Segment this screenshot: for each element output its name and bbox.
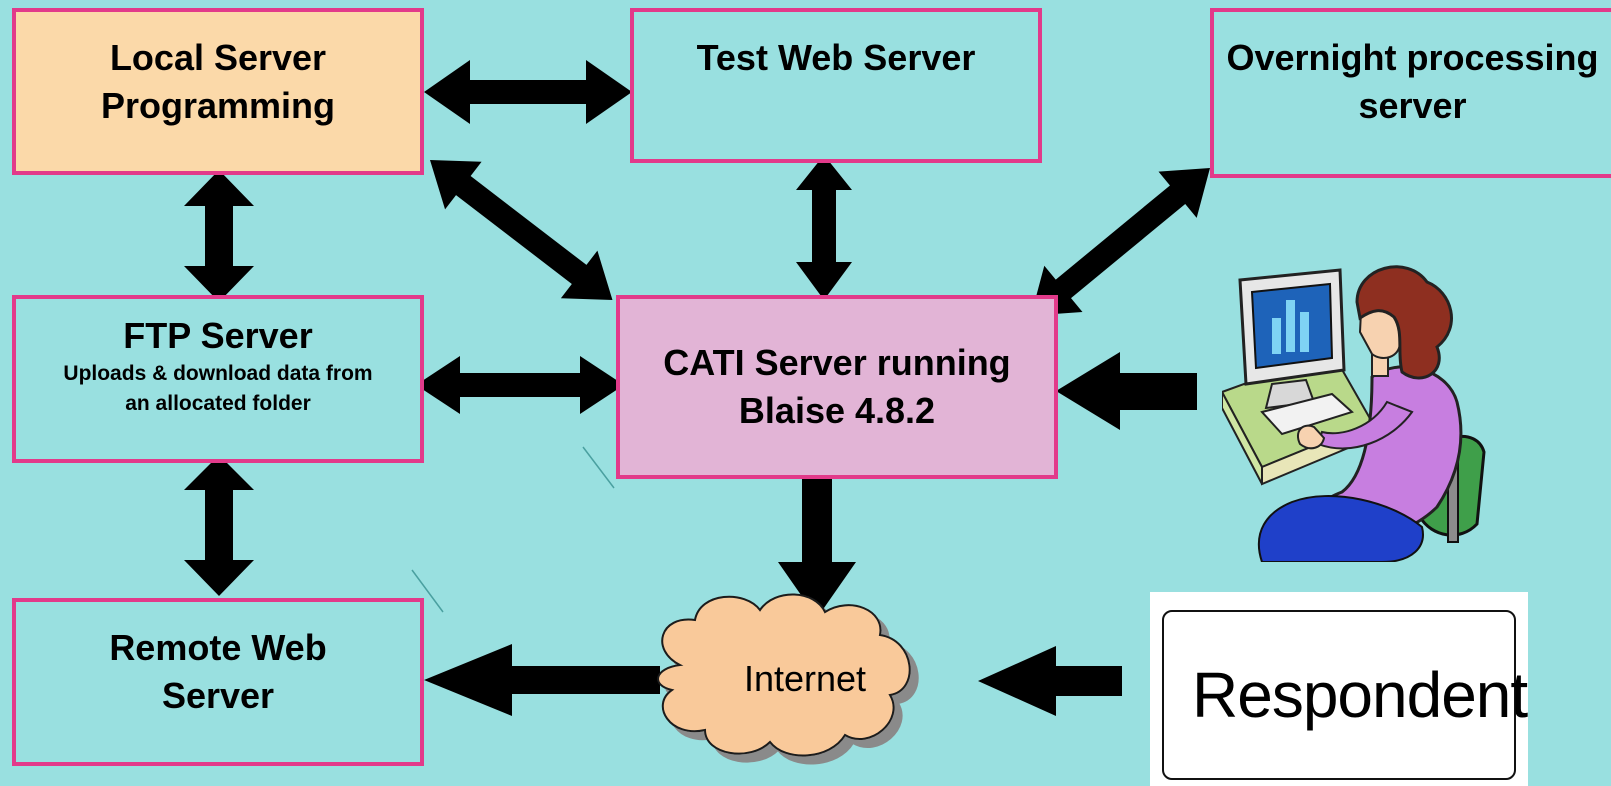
arrow-internet-remote xyxy=(424,644,660,716)
arrow-local-testweb xyxy=(424,60,632,124)
cati-server-title: CATI Server running Blaise 4.8.2 xyxy=(663,342,1011,431)
remote-web-server-box: Remote Web Server xyxy=(12,598,424,766)
arrow-interviewer-cati xyxy=(1056,352,1197,430)
local-server-title: Local Server Programming xyxy=(100,37,336,126)
arrow-cati-internet xyxy=(778,475,856,618)
remote-web-server-title: Remote Web Server xyxy=(109,627,327,716)
respondent-label: Respondent xyxy=(1192,659,1528,731)
cati-server-box: CATI Server running Blaise 4.8.2 xyxy=(616,295,1058,479)
internet-label: Internet xyxy=(743,658,867,699)
interviewer-at-computer-icon xyxy=(1222,265,1486,562)
local-server-programming-box: Local Server Programming xyxy=(12,8,424,175)
overnight-server-title: Overnight processing server xyxy=(1226,37,1599,126)
arrow-ftp-remote xyxy=(184,455,254,596)
test-web-server-title: Test Web Server xyxy=(696,37,976,78)
internet-cloud xyxy=(657,593,911,757)
test-web-server-box: Test Web Server xyxy=(630,8,1042,163)
arrow-overnight-cati xyxy=(1030,168,1210,316)
arrow-respondent-internet xyxy=(978,646,1122,716)
ftp-server-box: FTP Server Uploads & download data from … xyxy=(12,295,424,463)
arrow-testweb-cati xyxy=(796,155,852,300)
ftp-server-title: FTP Server xyxy=(123,315,313,356)
respondent-box: Respondent xyxy=(1150,592,1528,786)
overnight-processing-server-box: Overnight processing server xyxy=(1210,8,1611,178)
ftp-server-subtitle: Uploads & download data from an allocate… xyxy=(63,362,373,415)
arrow-local-ftp xyxy=(184,170,254,302)
arrow-local-cati xyxy=(430,160,613,301)
arrow-ftp-cati xyxy=(416,356,624,414)
